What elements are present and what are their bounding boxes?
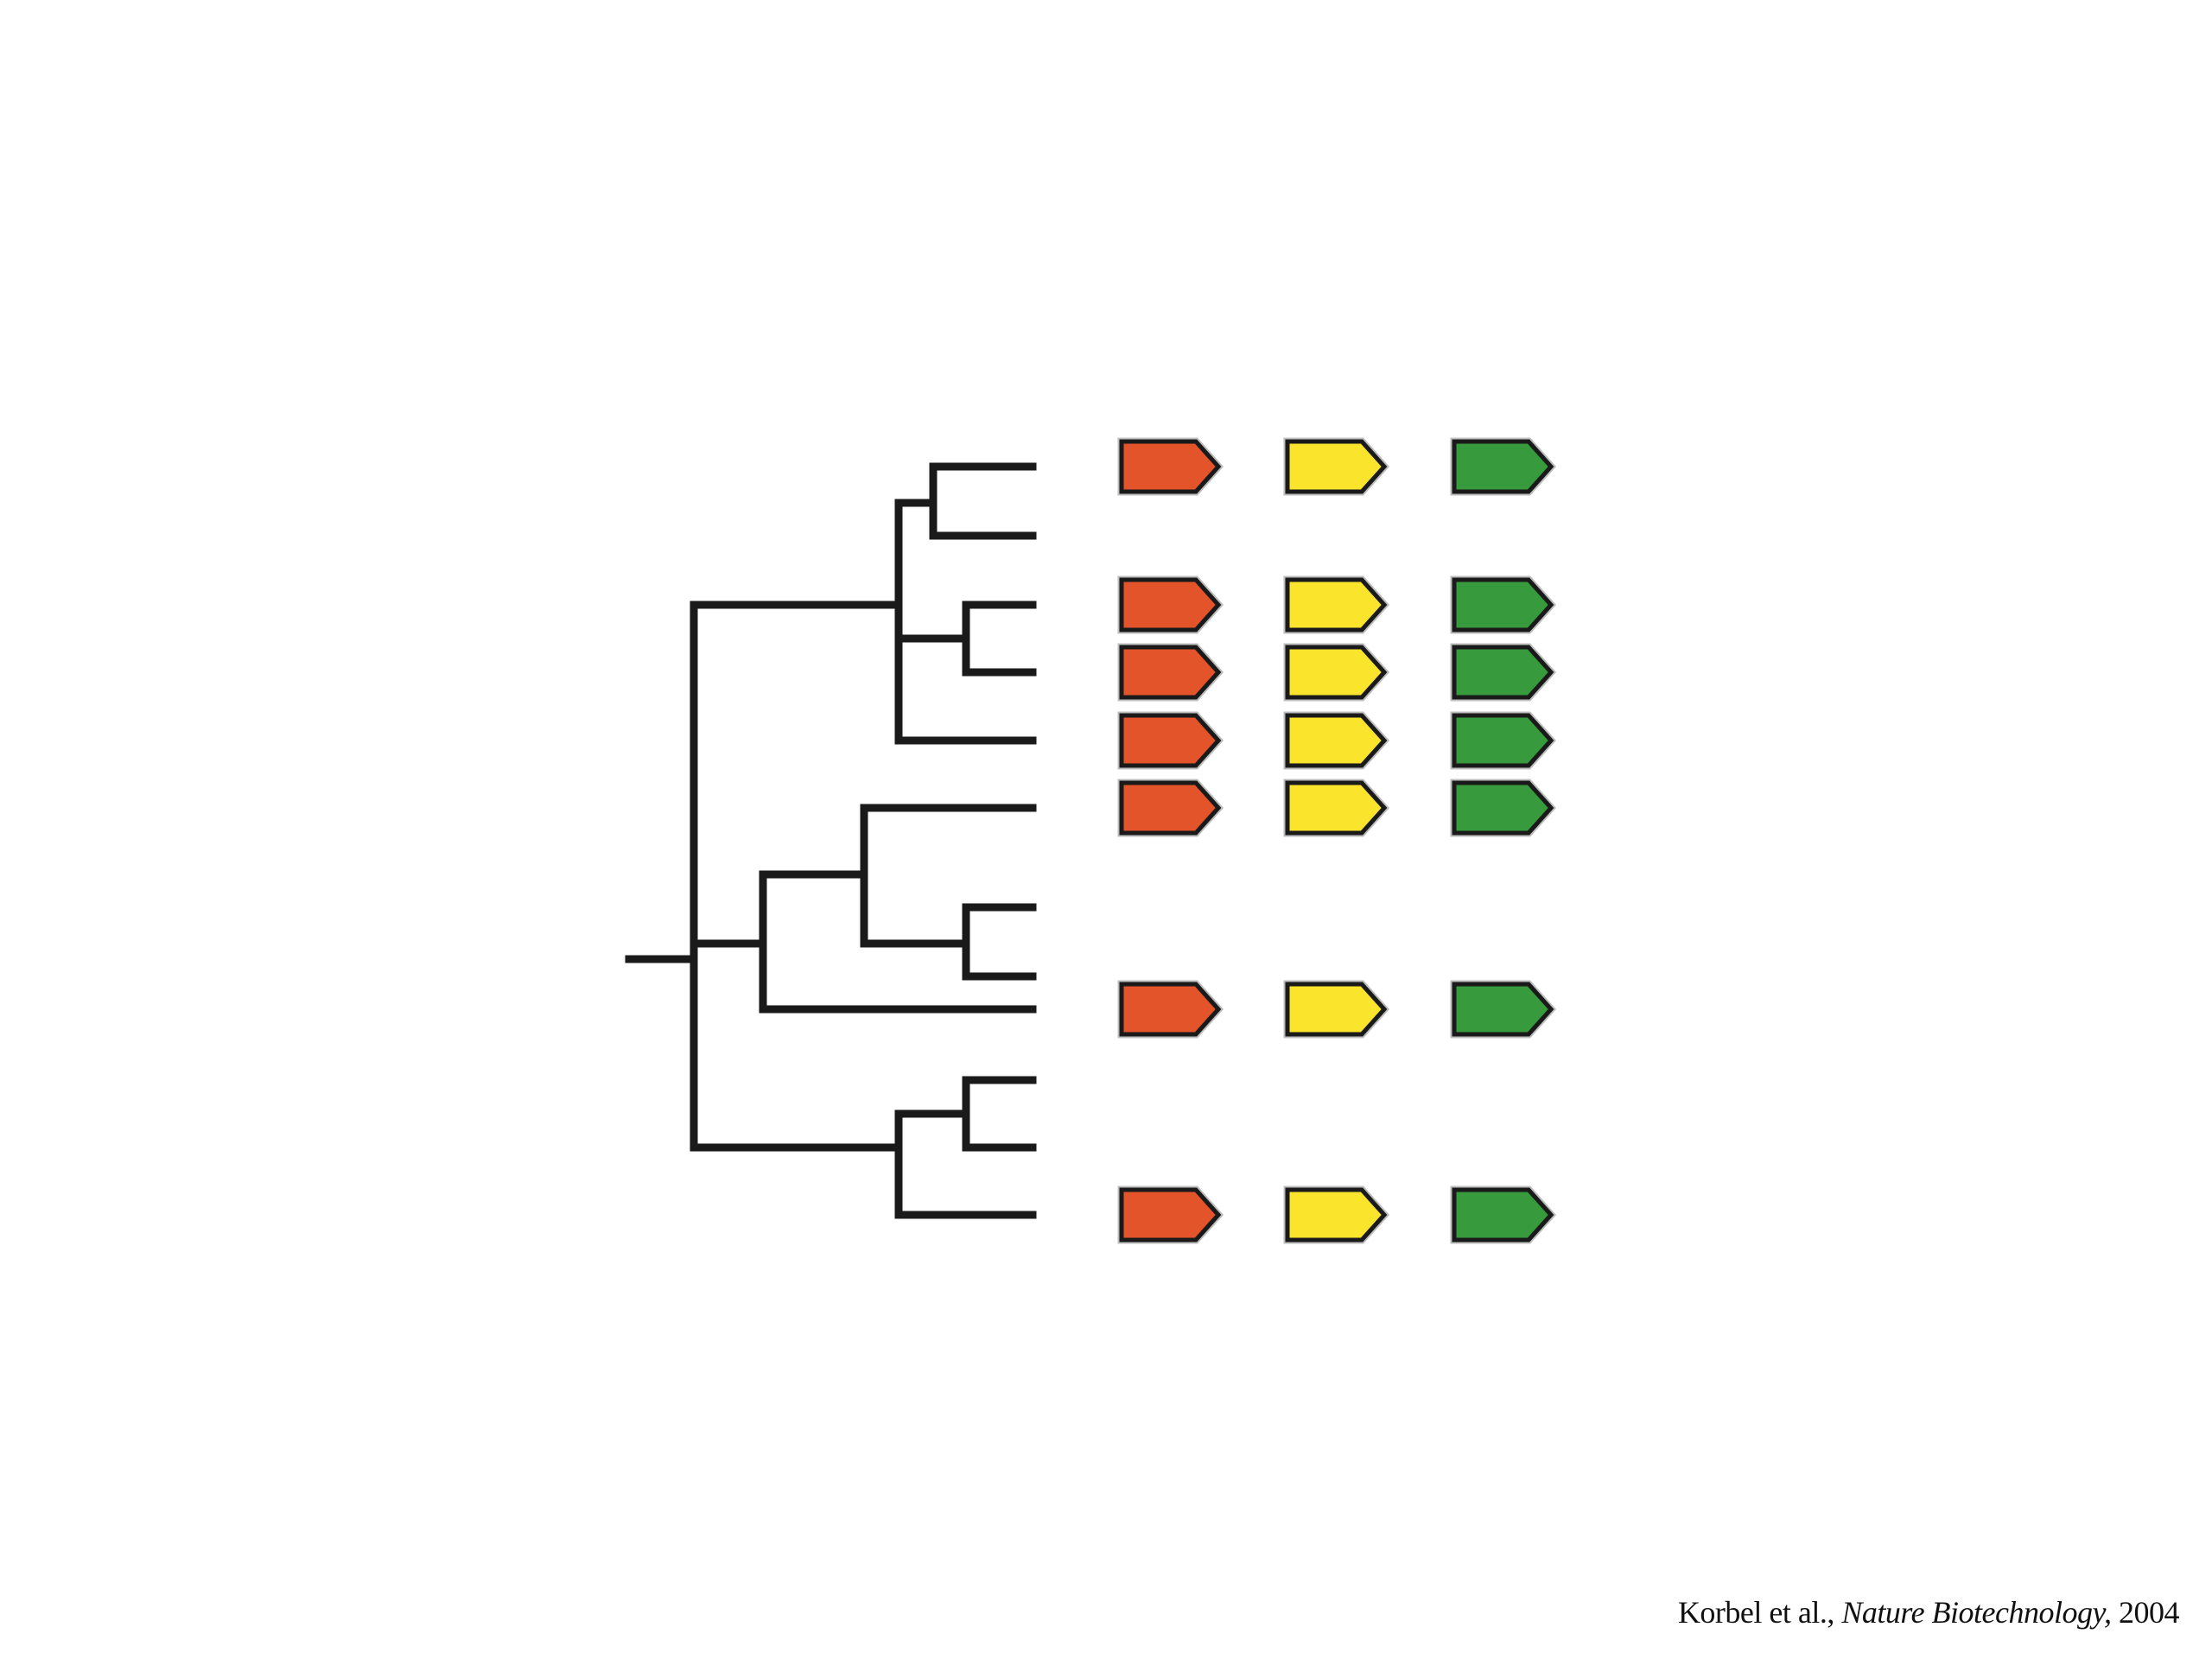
gene-b-arrow [1285,1187,1388,1243]
citation: Korbel et al., Nature Biotechnology, 200… [1677,1594,2180,1630]
gene-arrows [1117,437,1557,1244]
gene-b-arrow [1285,439,1388,494]
gene-b-arrow [1285,577,1388,632]
gene-c-arrow [1452,982,1554,1037]
gene-c-arrow [1452,713,1554,768]
gene-b-arrow [1285,982,1388,1037]
gene-a-arrow [1119,780,1222,836]
gene-c-arrow [1452,780,1554,836]
gene-c-arrow [1452,439,1554,494]
citation-journal: Nature Biotechnology, [1841,1595,2112,1630]
phylogenetic-tree [625,462,1037,1219]
gene-a-arrow [1119,439,1222,494]
citation-authors: Korbel et al., [1677,1595,1834,1630]
gene-c-arrow [1452,645,1554,700]
gene-b-arrow [1285,780,1388,836]
gene-a-arrow [1119,713,1222,768]
gene-a-arrow [1119,645,1222,700]
citation-year: 2004 [2119,1595,2180,1630]
gene-c-arrow [1452,577,1554,632]
gene-b-arrow [1285,713,1388,768]
gene-a-arrow [1119,1187,1222,1243]
gene-a-arrow [1119,577,1222,632]
gene-c-arrow [1452,1187,1554,1243]
gene-b-arrow [1285,645,1388,700]
gene-a-arrow [1119,982,1222,1037]
